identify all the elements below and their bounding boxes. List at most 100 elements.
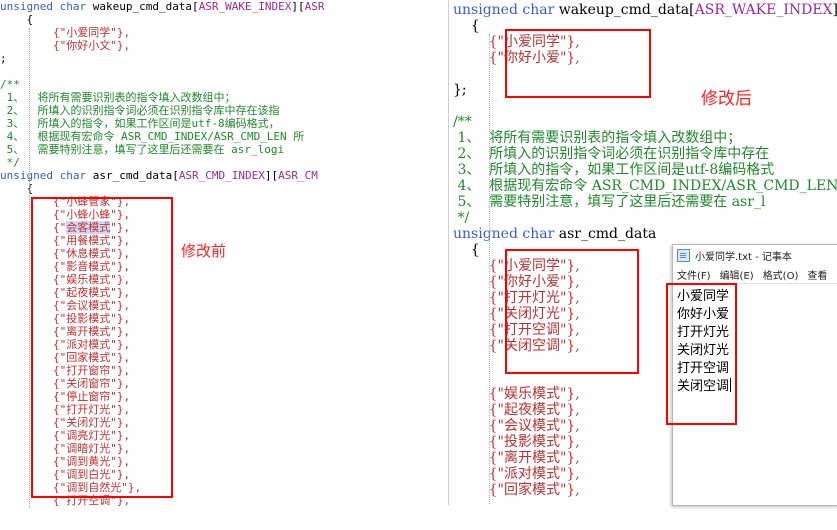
notepad-icon [677,248,690,262]
code-token: {"调到自然光"}, [0,481,142,494]
code-token: {"会议模式"}, [0,299,131,312]
code-line: /** [453,114,837,130]
code-line: {"打开窗帘"}, [0,364,325,377]
menu-format[interactable]: 格式(O) [762,270,799,282]
code-line [453,98,837,114]
code-line: {"关闭窗帘"}, [0,377,325,390]
code-token: {"小爱同学"}, [0,26,131,39]
code-token: 2、 所填入的识别指令词必须在识别指令库中存在该指 [0,104,280,117]
code-token: ] [833,2,837,18]
code-token: 5、 需要特别注意，填写了这里后还需要在 asr_logi [0,143,285,156]
menu-view[interactable]: 查看 [807,270,828,282]
code-token: {"休息模式"}, [0,247,131,260]
code-line: 4、 根据现有宏命令 ASR_CMD_INDEX/ASR_CMD_LEN 所 [0,130,325,143]
code-line: {"调暗灯光"}, [0,442,325,455]
code-token: {"关闭空调"}, [453,338,580,354]
code-line: /** [0,78,325,91]
code-line: { [453,18,837,34]
indent-guide [489,34,490,504]
menu-edit[interactable]: 编辑(E) [719,270,754,282]
code-line: unsigned char wakeup_cmd_data[ASR_WAKE_I… [0,0,325,13]
code-token: {"打开空调"}, [453,322,580,338]
code-line: unsigned char wakeup_cmd_data[ASR_WAKE_I… [453,2,837,18]
notepad-text-area[interactable]: 小爱同学 你好小爱 打开灯光 关闭灯光 打开空调 关闭空调 [673,284,837,396]
annotation-after: 修改后 [701,89,752,109]
code-line: {"打开灯光"}, [0,403,325,416]
code-line: 5、 需要特别注意，填写了这里后还需要在 asr_logi [0,143,325,156]
code-token: {"影音模式"}, [0,260,131,273]
code-token: {"娱乐模式"}, [453,386,580,402]
code-token: {"打开窗帘"}, [0,364,131,377]
code-line: 1、 将所有需要识别表的指令填入改数组中； [0,91,325,104]
code-token: */ [453,210,470,226]
code-token: ASR_WAKE_INDEX [694,2,833,18]
notepad-line: 关闭空调 [677,379,730,394]
text-cursor [730,378,732,392]
code-token: {"小蜂小蜂"}, [0,208,131,221]
notepad-line: 小爱同学 [677,289,730,304]
code-token: {"离开模式"}, [453,450,580,466]
code-token: {"起夜模式"}, [0,286,131,299]
code-token: 4、 根据现有宏命令 ASR_CMD_INDEX/ASR_CMD_LEN [453,178,837,194]
code-token: {"用餐模式"}, [0,234,131,247]
code-token: { [453,18,480,34]
code-token: {"调亮灯光"}, [0,429,131,442]
code-line: {"调到白光"}, [0,468,325,481]
code-line: 3、 所填入的指令，如果工作区间是utf-8编码格式， [0,117,325,130]
code-token: {"打开灯光"}, [453,290,580,306]
code-line: {"回家模式"}, [453,482,837,498]
highlight-box-before [31,197,173,498]
code-line: }; [453,82,837,98]
code-line: {"投影模式"}, [0,312,325,325]
notepad-title: 小爱同学.txt - 记事本 [695,251,792,263]
code-line: {"打开空调"}, [453,322,837,338]
notepad-menubar: 文件(F) 编辑(E) 格式(O) 查看 [673,265,837,284]
code-line: {"停止窗帘"}, [0,390,325,403]
notepad-line: 打开空调 [677,361,730,376]
code-line: {"小爱同学"}, [453,34,837,50]
code-line: {"离开模式"}, [453,450,837,466]
code-line: {"小爱同学"}, [0,26,325,39]
code-line: {"回家模式"}, [0,351,325,364]
code-line: {"关闭灯光"}, [453,306,837,322]
code-token: {"离开模式"}, [0,325,131,338]
code-token: {"派对模式"}, [0,338,131,351]
code-line: {"离开模式"}, [0,325,325,338]
code-token: 4、 根据现有宏命令 ASR_CMD_INDEX/ASR_CMD_LEN 所 [0,130,305,143]
code-token: {"你好小爱"}, [453,50,580,66]
code-token: 3、 所填入的指令，如果工作区间是utf-8编码格式， [0,117,280,130]
code-line: {"会议模式"}, [0,299,325,312]
code-after: unsigned char wakeup_cmd_data[ASR_WAKE_I… [453,2,837,498]
code-line: {"起夜模式"}, [453,402,837,418]
annotation-before: 修改前 [181,242,227,260]
code-token: {"回家模式"}, [453,482,580,498]
code-line: {"娱乐模式"}, [0,273,325,286]
notepad-line: 你好小爱 [677,307,730,322]
code-token: unsigned char [453,2,559,18]
code-line: unsigned char asr_cmd_data[ASR_CMD_INDEX… [0,169,325,182]
notepad-titlebar[interactable]: 小爱同学.txt - 记事本 [673,245,837,265]
code-token: {"会议模式"}, [453,418,580,434]
code-line: 1、 将所有需要识别表的指令填入改数组中； [453,130,837,146]
code-line: {"你好小爱"}, [453,50,837,66]
code-line: {"关闭空调"}, [453,338,837,354]
code-token: asr_cmd_data [558,226,657,242]
notepad-window[interactable]: 小爱同学.txt - 记事本 文件(F) 编辑(E) 格式(O) 查看 小爱同学… [666,244,837,506]
code-token: 3、 所填入的指令，如果工作区间是utf-8编码格式 [453,162,775,178]
code-token: {"起夜模式"}, [453,402,580,418]
highlight-box-notepad [666,283,737,425]
code-line: 5、 需要特别注意，填写了这里后还需要在 asr_l [453,194,837,210]
code-line: {"小爱同学"}, [453,258,837,274]
code-token: ASR_WAKE_INDEX [198,0,292,13]
code-token: ASR_CM [278,169,318,182]
code-token: }; [453,82,467,98]
code-line: 4、 根据现有宏命令 ASR_CMD_INDEX/ASR_CMD_LEN [453,178,837,194]
code-token: {"关闭窗帘"}, [0,377,131,390]
highlight-box-wakeup [505,29,651,98]
code-token: {"派对模式"}, [453,466,580,482]
menu-file[interactable]: 文件(F) [677,270,711,282]
code-line: {"用餐模式"}, [0,234,325,247]
code-line: {"娱乐模式"}, [453,386,837,402]
notepad-line: 打开灯光 [677,325,730,340]
code-token: 5、 需要特别注意，填写了这里后还需要在 asr_l [453,194,766,210]
